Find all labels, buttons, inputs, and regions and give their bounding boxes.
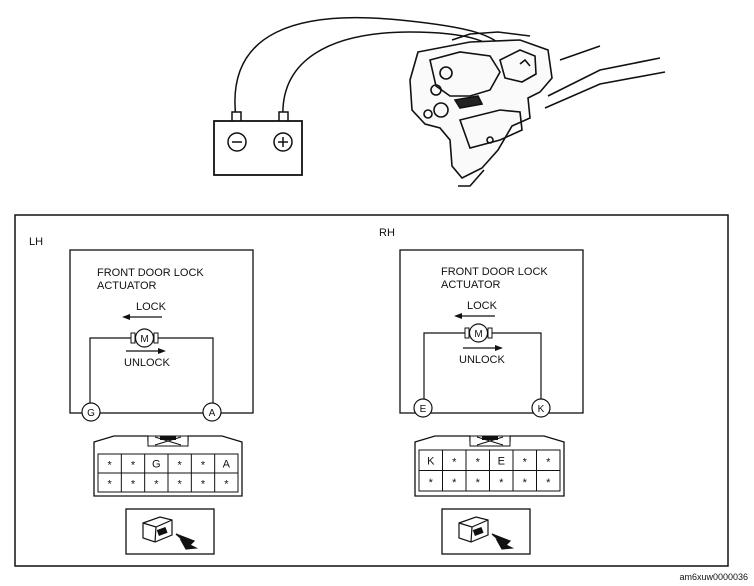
battery-negative-terminal-icon [227,132,247,152]
lh-side-label: LH [29,236,43,248]
lh-connector-pin: * [201,479,206,491]
rh-panel: RH FRONT DOOR LOCK ACTUATOR LOCK M UNLOC… [379,227,584,555]
lh-terminal-right-label: A [209,408,216,419]
lh-connector-pin: * [131,479,136,491]
rh-actuator-title-1: FRONT DOOR LOCK [441,266,548,278]
rh-terminal-right-label: K [538,404,545,415]
rh-motor-brush-right [487,327,493,339]
rh-lock-label: LOCK [467,300,498,312]
lh-connector-pin: A [223,459,231,471]
rh-connector-pin: * [499,477,504,489]
rh-connector-pin: * [546,456,551,468]
lh-connector-pin: * [108,479,113,491]
rh-connector-pin: K [427,455,435,467]
lh-lock-label: LOCK [136,301,167,313]
lh-wire-right [158,337,214,408]
lh-connector-pin: * [178,479,183,491]
rh-terminal-left [413,398,433,418]
rh-motor-label: M [474,329,482,340]
figure-code: am6xuw0000036 [679,572,748,582]
lh-connector-pin: * [131,460,136,472]
lh-connector-pin: * [154,479,159,491]
rh-wire-left [423,332,465,405]
rh-unlock-arrowhead-icon [495,345,503,351]
rh-terminal-right [531,398,551,418]
rh-connector-pin: E [498,455,505,467]
battery-test-illustration [213,16,666,187]
lh-terminal-right [202,402,222,422]
rh-wire-right [492,332,542,405]
rh-connector-pin: * [476,456,481,468]
lh-terminal-left [81,402,101,422]
rh-connector-pin: * [546,477,551,489]
rh-connector: K * * E * * * * * * * * [414,435,565,497]
lh-terminal-left-label: G [87,408,95,419]
rh-motor-brush-left [464,327,470,339]
lh-motor-brush-right [153,332,159,344]
lh-unlock-label: UNLOCK [124,357,171,369]
lh-connector-pin: * [108,460,113,472]
door-lock-actuator-drawing [409,31,666,187]
lh-wire-left [89,337,131,408]
lh-motor-icon [134,328,155,348]
rh-side-label: RH [379,227,395,239]
lh-connector-pin: G [152,459,161,471]
lh-lock-arrowhead-icon [122,314,130,320]
rh-unlock-label: UNLOCK [459,354,506,366]
lh-actuator-title-1: FRONT DOOR LOCK [97,267,204,279]
rh-connector-view-icon [458,516,515,550]
rh-connector-pin: * [523,456,528,468]
rh-actuator-title-2: ACTUATOR [441,279,501,291]
battery [213,120,303,176]
lh-connector-pin: * [201,460,206,472]
rh-connector-pin: * [523,477,528,489]
lh-actuator-box [69,249,254,414]
lh-motor-brush-left [130,332,136,344]
lh-connector-pin: * [224,479,229,491]
lh-unlock-arrowhead-icon [158,348,166,354]
rh-connector-pin: * [452,456,457,468]
lh-connector-pin: * [178,460,183,472]
rh-motor-icon [468,323,489,343]
lh-connector: * * G * * A * * * * * * [93,435,243,497]
rh-connector-pin: * [476,477,481,489]
battery-positive-terminal-icon [273,132,293,152]
lh-actuator-title-2: ACTUATOR [97,280,157,292]
lh-connector-view-icon [142,516,199,550]
rh-connector-pin: * [452,477,457,489]
wiring-frame [14,214,729,567]
rh-actuator-box [399,249,584,414]
lh-panel: LH FRONT DOOR LOCK ACTUATOR LOCK M UNLOC… [29,236,254,555]
rh-terminal-left-label: E [420,404,427,415]
lh-motor-label: M [140,334,148,345]
rh-lock-arrowhead-icon [454,313,462,319]
rh-connector-pin: * [429,477,434,489]
